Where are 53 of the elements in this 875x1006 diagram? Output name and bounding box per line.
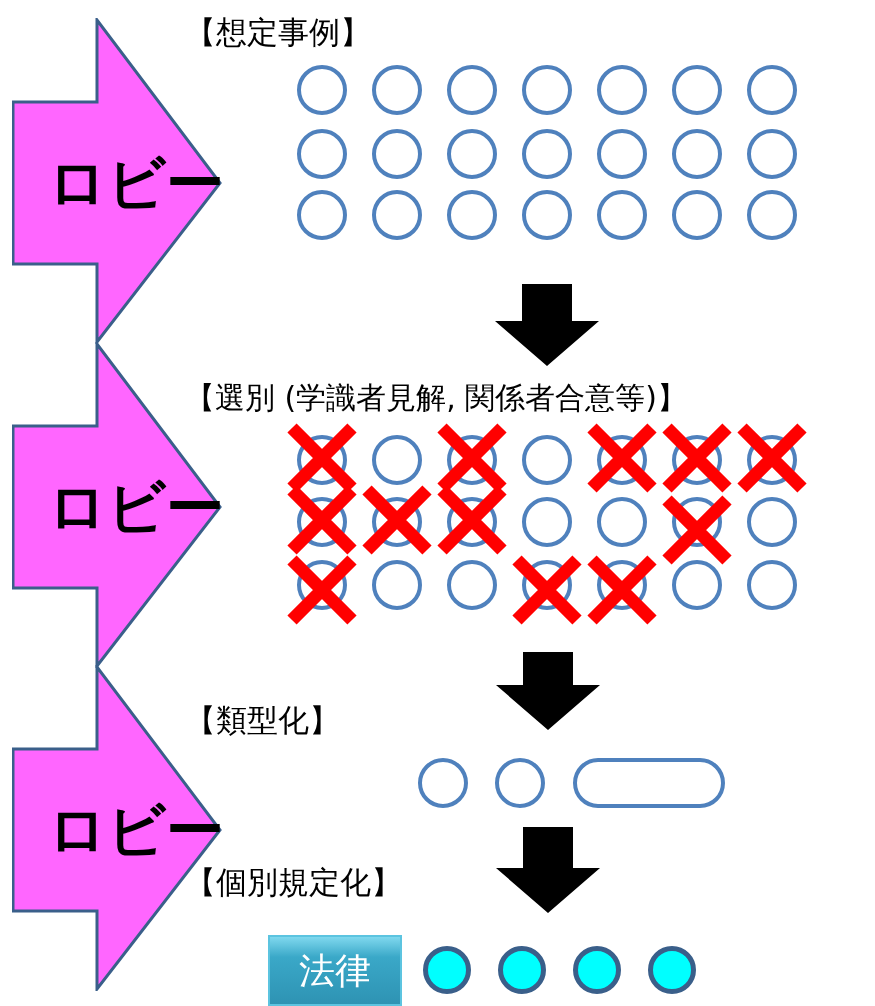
- stage-heading: 【個別規定化】: [185, 863, 402, 902]
- circle-outline: [597, 497, 647, 547]
- circle-outline: [522, 190, 572, 240]
- stage-heading: 【類型化】: [185, 701, 340, 740]
- circle-outline: [372, 190, 422, 240]
- circle-outline: [597, 65, 647, 115]
- stage-heading: 【想定事例】: [185, 13, 371, 52]
- circle-outline: [372, 435, 422, 485]
- cross-mark: [586, 554, 658, 626]
- cross-mark: [511, 554, 583, 626]
- circle-outline: [447, 190, 497, 240]
- circle-outline: [747, 65, 797, 115]
- circle-outline: [747, 129, 797, 179]
- circle-outline: [297, 129, 347, 179]
- circle-outline: [522, 435, 572, 485]
- circle-outline: [447, 560, 497, 610]
- circle-outline: [297, 65, 347, 115]
- cross-mark: [661, 494, 733, 566]
- circle-outline: [672, 190, 722, 240]
- circle-outline: [672, 65, 722, 115]
- block-arrow: [495, 284, 599, 366]
- block-arrow: [496, 652, 600, 730]
- cross-mark: [736, 422, 808, 494]
- cross-mark: [661, 422, 733, 494]
- circle-outline: [672, 560, 722, 610]
- circle-outline: [747, 560, 797, 610]
- filled-circle: [423, 946, 471, 994]
- filled-circle: [648, 946, 696, 994]
- stage-heading: 【選別 (学識者見解, 関係者合意等)】: [185, 379, 688, 417]
- circle-outline: [747, 190, 797, 240]
- pill-outline: [573, 758, 725, 808]
- circle-outline: [447, 65, 497, 115]
- circle-outline: [597, 190, 647, 240]
- circle-outline: [747, 497, 797, 547]
- filled-circle: [498, 946, 546, 994]
- circle-outline: [495, 758, 545, 808]
- circle-outline: [372, 560, 422, 610]
- cross-mark: [286, 554, 358, 626]
- filled-circle: [573, 946, 621, 994]
- block-arrow: [496, 827, 600, 913]
- circle-outline: [297, 190, 347, 240]
- circle-outline: [597, 129, 647, 179]
- circle-outline: [522, 65, 572, 115]
- circle-outline: [672, 129, 722, 179]
- circle-outline: [522, 497, 572, 547]
- cross-mark: [361, 484, 433, 556]
- circle-outline: [418, 758, 468, 808]
- cross-mark: [586, 422, 658, 494]
- circle-outline: [372, 65, 422, 115]
- circle-outline: [447, 129, 497, 179]
- circle-outline: [522, 129, 572, 179]
- law-button: 法律: [268, 935, 402, 1006]
- circle-outline: [372, 129, 422, 179]
